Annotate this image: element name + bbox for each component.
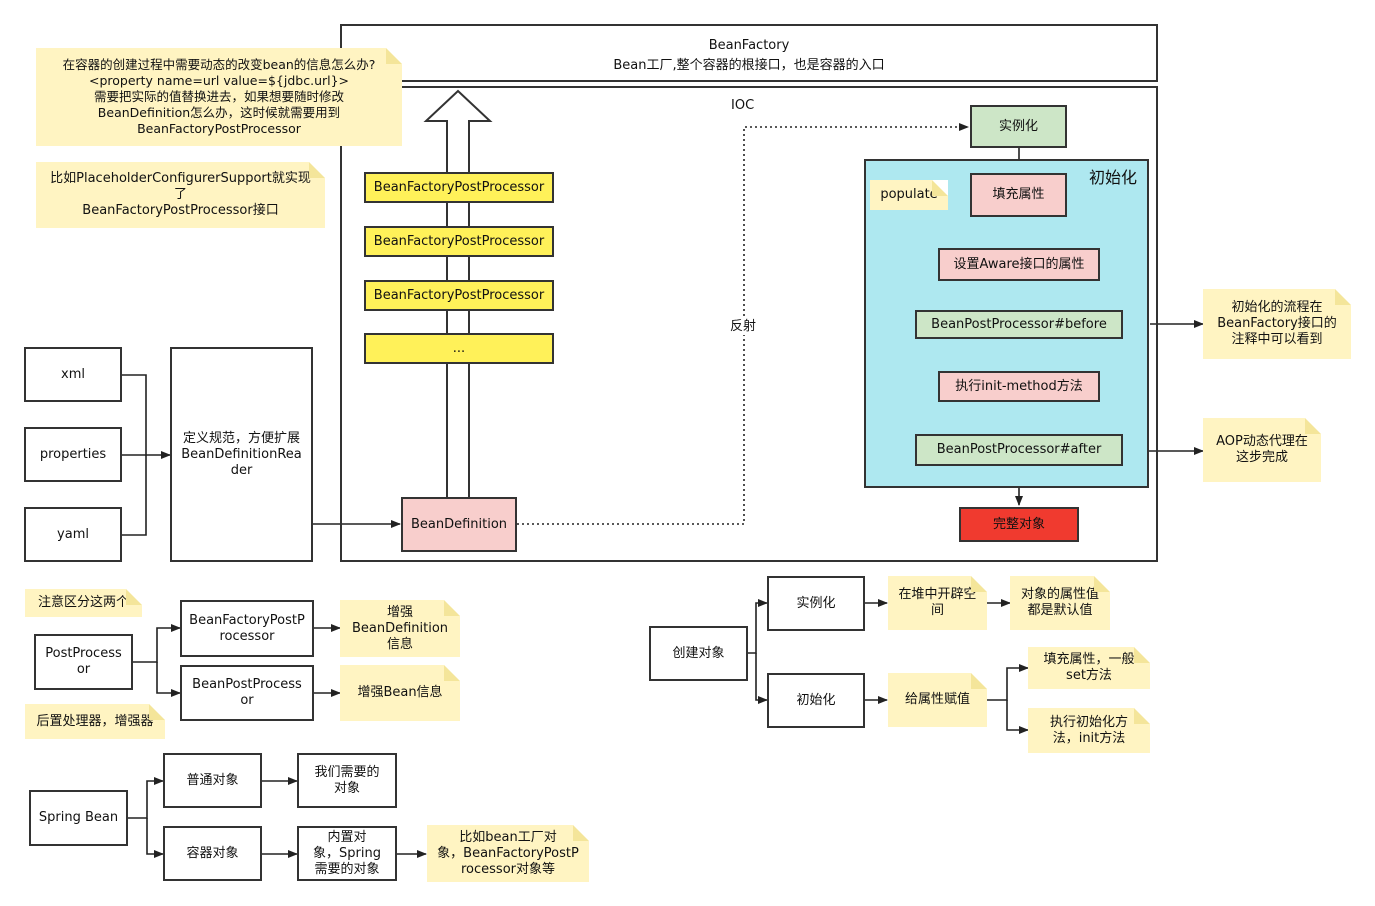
- instantiate-box[interactable]: 实例化: [970, 105, 1067, 148]
- spring-bean-box[interactable]: Spring Bean: [29, 790, 128, 846]
- assign-to-init-line: [1006, 700, 1029, 734]
- sb-to-normal-line: [128, 777, 164, 819]
- sb-to-container-line: [146, 818, 164, 858]
- bfpp-node-box[interactable]: BeanFactoryPostP rocessor: [180, 600, 314, 657]
- placeholder-note: 比如PlaceholderConfigurerSupport就实现了 BeanF…: [36, 162, 325, 228]
- init-flow-note: 初始化的流程在 BeanFactory接口的 注释中可以看到: [1203, 289, 1351, 359]
- assign-note: 给属性赋值: [888, 673, 987, 727]
- enhance-bean-note: 增强Bean信息: [340, 665, 460, 721]
- create-to-instantiate-line: [748, 599, 768, 654]
- default-values-note: 对象的属性值 都是默认值: [1010, 576, 1110, 630]
- bpp-node-box[interactable]: BeanPostProcess or: [180, 665, 314, 721]
- bean-definition-reader-box[interactable]: 定义规范，方便扩展 BeanDefinitionRea der: [170, 347, 313, 562]
- bpp-after-box[interactable]: BeanPostProcessor#after: [915, 434, 1123, 466]
- source-yaml[interactable]: yaml: [24, 507, 122, 562]
- pp-to-bpp-line: [156, 662, 181, 697]
- enhance-bd-note: 增强 BeanDefinition 信息: [340, 600, 460, 657]
- source-xml[interactable]: xml: [24, 347, 122, 402]
- bfpp-item-more[interactable]: ...: [364, 333, 554, 364]
- init-method-box[interactable]: 执行init-method方法: [938, 371, 1100, 402]
- ioc-label: IOC: [731, 98, 755, 113]
- create-instantiate-box[interactable]: 实例化: [767, 576, 865, 631]
- bfpp-item-3[interactable]: BeanFactoryPostProcessor: [364, 280, 554, 311]
- xml-to-reader-line: [122, 374, 171, 459]
- pp-to-bfpp-line: [133, 624, 181, 663]
- create-initialize-box[interactable]: 初始化: [767, 673, 865, 728]
- heap-note: 在堆中开辟空 间: [888, 576, 987, 630]
- assign-to-fill-line: [987, 664, 1029, 701]
- yaml-to-reader-line: [122, 455, 147, 536]
- reflection-label: 反射: [730, 319, 757, 335]
- bean-factory-box: BeanFactory Bean工厂,整个容器的根接口，也是容器的入口: [340, 24, 1158, 82]
- bean-definition-box[interactable]: BeanDefinition: [401, 497, 517, 552]
- populate-box[interactable]: 填充属性: [970, 173, 1067, 217]
- postprocessor-box[interactable]: PostProcess or: [34, 634, 133, 690]
- create-to-initialize-line: [755, 653, 768, 704]
- initialization-title: 初始化: [1089, 168, 1138, 187]
- post-processor-desc-note: 后置处理器，增强器: [25, 704, 165, 739]
- fill-props-note: 填充属性，一般 set方法: [1028, 647, 1150, 689]
- create-object-box[interactable]: 创建对象: [649, 626, 748, 681]
- aware-box[interactable]: 设置Aware接口的属性: [938, 248, 1100, 281]
- distinguish-note: 注意区分这两个: [25, 589, 142, 617]
- bpp-before-box[interactable]: BeanPostProcessor#before: [915, 310, 1123, 339]
- init-method-note: 执行初始化方 法，init方法: [1028, 708, 1150, 753]
- bean-factory-example-note: 比如bean工厂对 象，BeanFactoryPostP rocessor对象等: [427, 825, 589, 882]
- bean-factory-subtitle: Bean工厂,整个容器的根接口，也是容器的入口: [613, 58, 885, 73]
- container-object-box[interactable]: 容器对象: [163, 826, 262, 881]
- complete-object-box[interactable]: 完整对象: [959, 507, 1079, 542]
- bean-factory-title: BeanFactory: [708, 38, 790, 53]
- container-object-desc-box[interactable]: 内置对 象，Spring 需要的对象: [297, 826, 397, 881]
- populate-note: populate: [870, 180, 948, 210]
- normal-object-desc-box[interactable]: 我们需要的 对象: [297, 753, 397, 808]
- normal-object-box[interactable]: 普通对象: [163, 753, 262, 808]
- aop-note: AOP动态代理在 这步完成: [1203, 418, 1321, 482]
- bfpp-item-1[interactable]: BeanFactoryPostProcessor: [364, 172, 554, 203]
- source-properties[interactable]: properties: [24, 427, 122, 482]
- dynamic-change-note: 在容器的创建过程中需要动态的改变bean的信息怎么办? <property na…: [36, 48, 402, 146]
- bfpp-item-2[interactable]: BeanFactoryPostProcessor: [364, 226, 554, 257]
- ioc-container-box: [340, 86, 1158, 562]
